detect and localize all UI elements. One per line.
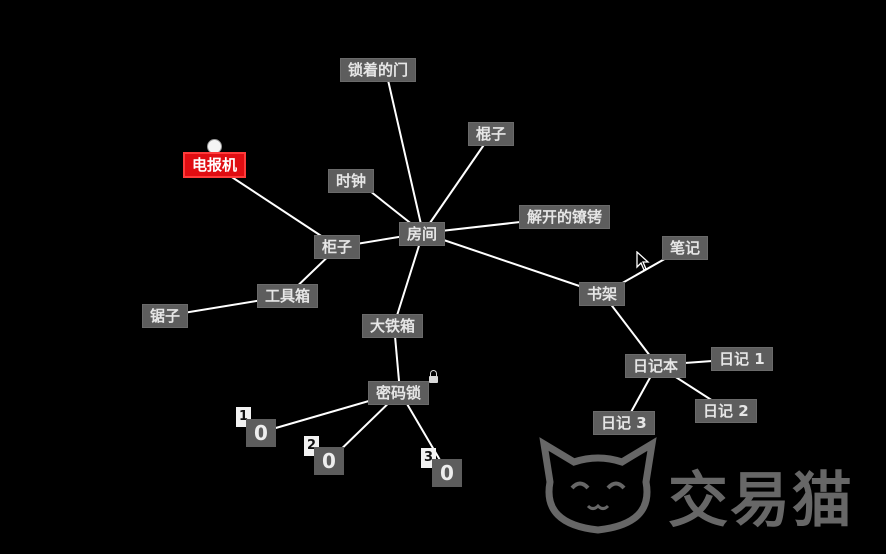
dial-1-value[interactable]: 0 [246, 419, 276, 447]
node-iron-box[interactable]: 大铁箱 [362, 314, 424, 338]
dial-2-value[interactable]: 0 [314, 447, 344, 475]
mouse-cursor-icon [636, 251, 650, 271]
node-saw[interactable]: 锯子 [142, 304, 189, 328]
node-clock[interactable]: 时钟 [328, 169, 375, 193]
node-notes[interactable]: 笔记 [662, 236, 709, 260]
node-unlocked-chain[interactable]: 解开的镣铐 [519, 205, 611, 229]
padlock-icon [429, 370, 438, 383]
node-stick[interactable]: 棍子 [468, 122, 515, 146]
lucky-cat-icon [539, 437, 657, 534]
node-bookshelf[interactable]: 书架 [579, 282, 626, 306]
node-diary-2[interactable]: 日记 2 [695, 399, 757, 423]
node-combo-lock[interactable]: 密码锁 [368, 381, 430, 405]
node-diary-1[interactable]: 日记 1 [711, 347, 773, 371]
node-toolbox[interactable]: 工具箱 [257, 284, 319, 308]
node-room[interactable]: 房间 [399, 222, 446, 246]
watermark-text: 交易猫 [668, 466, 854, 536]
node-cabinet[interactable]: 柜子 [314, 235, 361, 259]
node-diary-3[interactable]: 日记 3 [593, 411, 655, 435]
node-telegraph[interactable]: 电报机 [183, 152, 247, 178]
node-diary-book[interactable]: 日记本 [625, 354, 687, 378]
dial-3-value[interactable]: 0 [432, 459, 462, 487]
node-locked-door[interactable]: 锁着的门 [340, 58, 417, 82]
